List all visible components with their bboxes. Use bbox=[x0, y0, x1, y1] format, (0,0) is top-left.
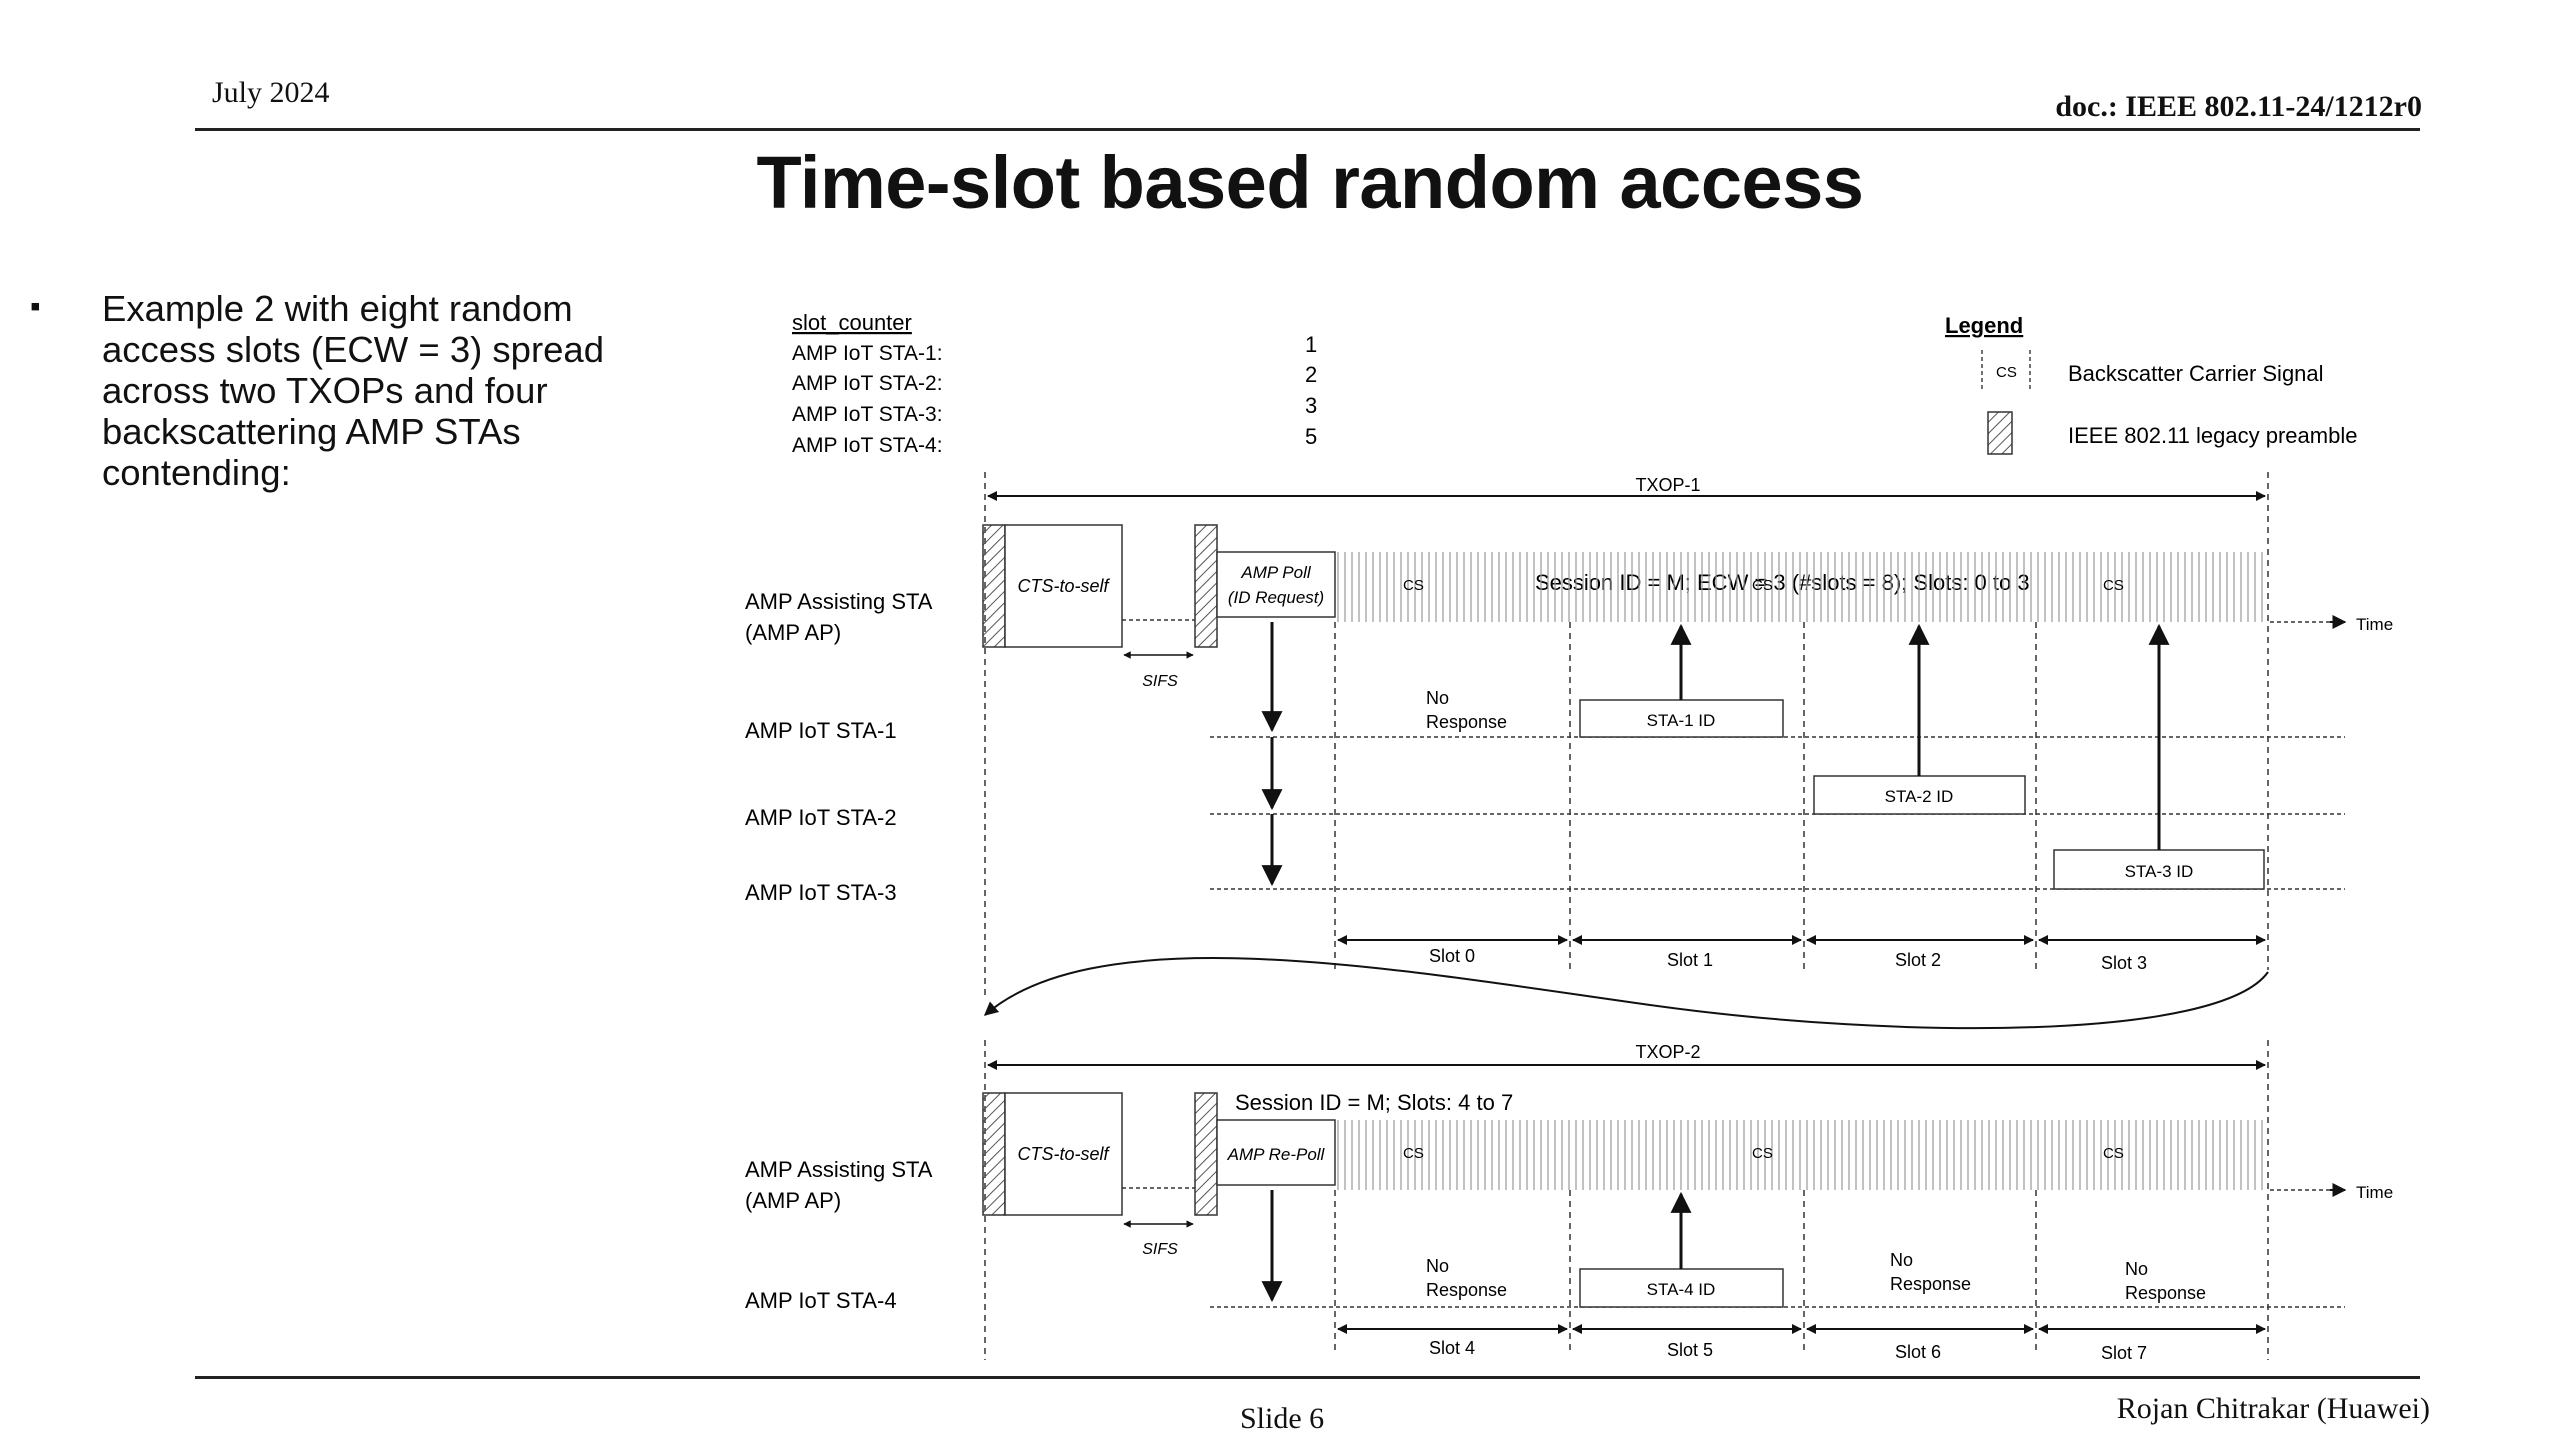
txop2-repoll-box bbox=[1216, 1119, 1336, 1186]
txop2-noresp-slot4-1: No bbox=[1426, 1256, 1449, 1276]
legend-preamble-label: IEEE 802.11 legacy preamble bbox=[2068, 423, 2357, 448]
counter-value-sta4: 5 bbox=[1305, 424, 1317, 449]
footer-slide-number: Slide 6 bbox=[1240, 1402, 1325, 1435]
txop1-cts-label: CTS-to-self bbox=[1017, 576, 1110, 596]
txop2-preamble-1 bbox=[982, 1092, 1006, 1216]
counter-label-sta4: AMP IoT STA-4: bbox=[792, 434, 943, 457]
txop2-noresp-slot6-2: Response bbox=[1890, 1274, 1971, 1294]
legend-title: Legend bbox=[1945, 313, 2023, 338]
header-doc-id: doc.: IEEE 802.11-24/1212r0 bbox=[2055, 90, 2422, 123]
txop2-ap-label-1: AMP Assisting STA bbox=[745, 1157, 933, 1182]
slot-1-label: Slot 1 bbox=[1667, 950, 1713, 970]
txop1-ap-label-1: AMP Assisting STA bbox=[745, 589, 933, 614]
slot-3-label: Slot 3 bbox=[2101, 953, 2147, 973]
sta3-id-label: STA-3 ID bbox=[2125, 862, 2194, 881]
bullet-text: Example 2 with eight random access slots… bbox=[102, 288, 605, 493]
txop1-poll-label-2: (ID Request) bbox=[1228, 588, 1324, 607]
txop1-preamble-1 bbox=[982, 524, 1006, 648]
txop2-cs-1: CS bbox=[1403, 1145, 1424, 1162]
counter-value-sta2: 2 bbox=[1305, 362, 1317, 387]
slot-counter-heading: slot_counter bbox=[792, 310, 912, 335]
txop2-preamble-2 bbox=[1194, 1092, 1218, 1216]
footer-author: Rojan Chitrakar (Huawei) bbox=[2116, 1392, 2430, 1425]
counter-value-sta1: 1 bbox=[1305, 332, 1317, 357]
txop2-time-label: Time bbox=[2356, 1183, 2393, 1202]
txop1-cs-3: CS bbox=[2103, 577, 2124, 594]
txop2-repoll-label: AMP Re-Poll bbox=[1227, 1145, 1326, 1164]
txop2-cs-2: CS bbox=[1752, 1145, 1773, 1162]
txop1-sta2-label: AMP IoT STA-2 bbox=[745, 805, 897, 830]
slot-5-label: Slot 5 bbox=[1667, 1340, 1713, 1360]
slot-0-label: Slot 0 bbox=[1429, 946, 1475, 966]
counter-label-sta3: AMP IoT STA-3: bbox=[792, 403, 943, 426]
txop2-noresp-slot6-1: No bbox=[1890, 1250, 1913, 1270]
counter-value-sta3: 3 bbox=[1305, 393, 1317, 418]
txop1-noresp-2: Response bbox=[1426, 712, 1507, 732]
sta1-id-label: STA-1 ID bbox=[1647, 711, 1716, 730]
txop1-poll-label-1: AMP Poll bbox=[1240, 563, 1312, 582]
txop2-ap-label-2: (AMP AP) bbox=[745, 1188, 841, 1213]
txop2-sta4-label: AMP IoT STA-4 bbox=[745, 1288, 897, 1313]
footer-rule bbox=[195, 1376, 2420, 1379]
txop1-time-label: Time bbox=[2356, 615, 2393, 634]
sta2-id-label: STA-2 ID bbox=[1885, 787, 1954, 806]
txop1-carrier-signal bbox=[1337, 552, 2263, 622]
sta2-id-box bbox=[1813, 775, 2026, 815]
txop2-noresp-slot7-2: Response bbox=[2125, 1283, 2206, 1303]
sta1-id-box bbox=[1579, 699, 1784, 738]
txop2-cts-box bbox=[1004, 1092, 1123, 1216]
txop2-carrier-signal bbox=[1337, 1120, 2263, 1190]
sta4-id-label: STA-4 ID bbox=[1647, 1280, 1716, 1299]
bullet-marker: ▪ bbox=[30, 290, 41, 323]
txop2-cts-label: CTS-to-self bbox=[1017, 1144, 1110, 1164]
txop1-session-label: Session ID = M; ECW = 3 (#slots = 8); Sl… bbox=[1535, 570, 2030, 595]
slot-7-label: Slot 7 bbox=[2101, 1343, 2147, 1363]
slot-6-label: Slot 6 bbox=[1895, 1342, 1941, 1362]
slot-2-label: Slot 2 bbox=[1895, 950, 1941, 970]
sta3-id-box bbox=[2053, 849, 2265, 890]
txop1-cts-box bbox=[1004, 524, 1123, 648]
txop2-sifs-label: SIFS bbox=[1142, 1241, 1178, 1258]
txop1-ap-label-2: (AMP AP) bbox=[745, 620, 841, 645]
legend-cs-symbol: CS bbox=[1981, 350, 2031, 392]
txop1-noresp-1: No bbox=[1426, 688, 1449, 708]
header-rule bbox=[195, 128, 2420, 131]
txop1-sta1-label: AMP IoT STA-1 bbox=[745, 718, 897, 743]
txop1-sifs-label: SIFS bbox=[1142, 673, 1178, 690]
txop1-cs-1: CS bbox=[1403, 577, 1424, 594]
txop-transition-arrow bbox=[983, 957, 2269, 1030]
txop1-cs-2: CS bbox=[1752, 577, 1773, 594]
txop2-noresp-slot4-2: Response bbox=[1426, 1280, 1507, 1300]
txop2-cs-3: CS bbox=[2103, 1145, 2124, 1162]
legend-cs-text: CS bbox=[1996, 364, 2017, 381]
legend-preamble-symbol bbox=[1987, 411, 2013, 455]
txop2-label: TXOP-2 bbox=[1635, 1042, 1700, 1062]
header-date: July 2024 bbox=[212, 76, 330, 109]
counter-label-sta1: AMP IoT STA-1: bbox=[792, 342, 943, 365]
txop1-poll-box bbox=[1216, 551, 1336, 618]
legend-cs-label: Backscatter Carrier Signal bbox=[2068, 361, 2324, 386]
txop1-sta3-label: AMP IoT STA-3 bbox=[745, 880, 897, 905]
txop2-noresp-slot7-1: No bbox=[2125, 1259, 2148, 1279]
txop1-label: TXOP-1 bbox=[1635, 475, 1700, 495]
txop2-session-label: Session ID = M; Slots: 4 to 7 bbox=[1235, 1090, 1513, 1115]
txop1-preamble-2 bbox=[1194, 524, 1218, 648]
slot-4-label: Slot 4 bbox=[1429, 1338, 1475, 1358]
slide-title: Time-slot based random access bbox=[756, 141, 1864, 224]
counter-label-sta2: AMP IoT STA-2: bbox=[792, 372, 943, 395]
